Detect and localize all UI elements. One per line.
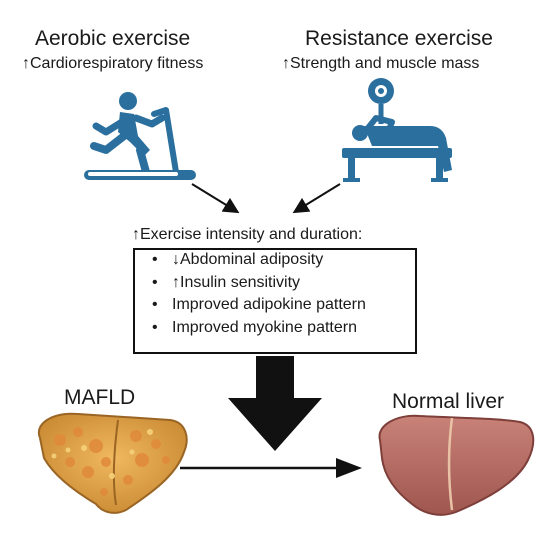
list-item: ↑Insulin sensitivity xyxy=(134,272,416,295)
effects-list: ↓Abdominal adiposity ↑Insulin sensitivit… xyxy=(134,249,416,353)
healthy-liver-icon xyxy=(378,414,535,516)
fatty-liver-icon xyxy=(37,412,188,514)
progression-arrowhead xyxy=(336,458,362,478)
treadmill-runner-icon xyxy=(84,92,196,180)
bench-press-icon xyxy=(342,78,452,182)
mafld-label: MAFLD xyxy=(64,386,136,409)
list-item: Improved myokine pattern xyxy=(134,317,416,340)
combined-heading: ↑Exercise intensity and duration: xyxy=(132,226,363,243)
list-item: Improved adipokine pattern xyxy=(134,294,416,317)
resistance-arrow xyxy=(292,183,341,214)
normal-liver-label: Normal liver xyxy=(392,390,505,413)
resistance-title: Resistance exercise xyxy=(305,27,493,50)
aerobic-effect: ↑Cardiorespiratory fitness xyxy=(22,55,204,72)
aerobic-title: Aerobic exercise xyxy=(35,27,191,50)
list-item: ↓Abdominal adiposity xyxy=(134,249,416,272)
aerobic-arrow xyxy=(191,183,240,214)
big-down-arrow xyxy=(228,356,322,451)
resistance-effect: ↑Strength and muscle mass xyxy=(282,55,480,72)
